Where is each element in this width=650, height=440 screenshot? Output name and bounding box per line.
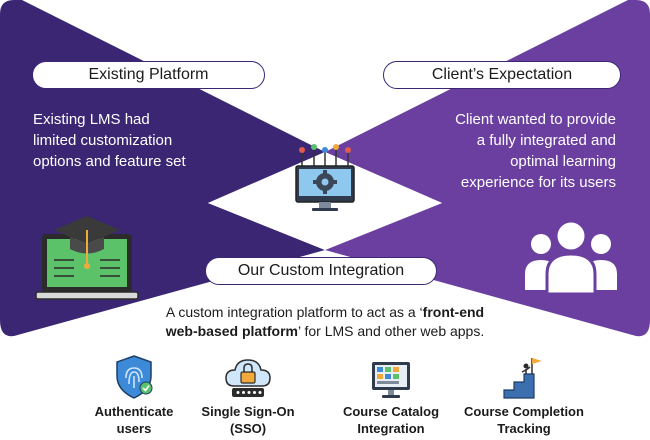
custom-integration-pill: Our Custom Integration bbox=[205, 257, 437, 285]
description-bold-text: front-end bbox=[422, 304, 485, 320]
text-line: limited customization bbox=[33, 132, 173, 149]
cloud-lock-password-icon bbox=[225, 359, 271, 397]
existing-platform-title: Existing Platform bbox=[88, 66, 209, 83]
feature-course-completion-tracking: Course Completion Tracking bbox=[454, 352, 594, 437]
description-line-1: A custom integration platform to act as … bbox=[70, 303, 580, 322]
text-line: optimal learning bbox=[510, 153, 616, 170]
feature-label: Authenticate bbox=[94, 404, 174, 419]
existing-platform-pill: Existing Platform bbox=[32, 61, 265, 89]
text-line: experience for its users bbox=[460, 174, 616, 191]
text-line: Client wanted to provide bbox=[455, 111, 616, 128]
text-line: Existing LMS had bbox=[33, 111, 150, 128]
client-expectation-title: Client’s Expectation bbox=[431, 66, 573, 83]
stairs-flag-icon bbox=[503, 358, 542, 399]
feature-label: Single Sign-On bbox=[201, 404, 295, 419]
monitor-gear-network-icon bbox=[295, 144, 355, 211]
users-group-icon bbox=[525, 219, 617, 294]
feature-label: users bbox=[116, 421, 152, 436]
client-expectation-pill: Client’s Expectation bbox=[383, 61, 621, 89]
feature-course-catalog-integration: Course Catalog Integration bbox=[321, 352, 461, 437]
description-line-2: web-based platform’ for LMS and other we… bbox=[70, 322, 580, 341]
laptop-graduation-cap-icon bbox=[35, 216, 139, 300]
description-text: ’ for LMS and other web apps. bbox=[297, 323, 485, 339]
feature-authenticate-users: Authenticate users bbox=[64, 352, 204, 437]
client-expectation-text: Client wanted to provide a fully integra… bbox=[386, 109, 616, 193]
text-line: options and feature set bbox=[33, 153, 186, 170]
catalog-monitor-icon bbox=[372, 362, 410, 398]
integration-description: A custom integration platform to act as … bbox=[70, 303, 580, 341]
feature-label: Course Catalog bbox=[342, 404, 440, 419]
feature-label: Tracking bbox=[497, 421, 551, 436]
custom-integration-title: Our Custom Integration bbox=[237, 262, 405, 279]
description-bold-text: web-based platform bbox=[165, 323, 298, 339]
feature-label: (SSO) bbox=[229, 421, 267, 436]
fingerprint-shield-icon bbox=[116, 355, 153, 399]
description-text: A custom integration platform to act as … bbox=[165, 304, 423, 320]
feature-label: Course Completion bbox=[464, 404, 584, 419]
feature-single-sign-on: Single Sign-On (SSO) bbox=[178, 352, 318, 437]
feature-label: Integration bbox=[357, 421, 425, 436]
existing-platform-text: Existing LMS had limited customization o… bbox=[33, 109, 233, 172]
text-line: a fully integrated and bbox=[476, 132, 616, 149]
